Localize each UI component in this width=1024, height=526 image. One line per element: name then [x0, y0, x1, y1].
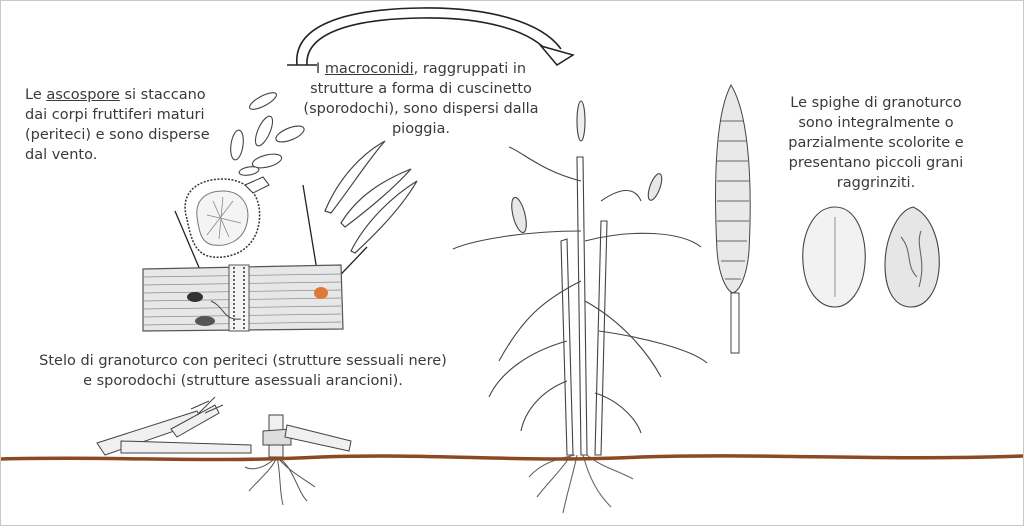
crop-residue-drawing [96, 396, 352, 506]
ascospores-caption: Le ascospore si staccano dai corpi frutt… [25, 87, 210, 163]
kernels-drawing [802, 206, 940, 308]
ascospores-drawing [230, 92, 305, 176]
corn-plant-drawing [452, 100, 708, 514]
corn-ear-drawing [715, 83, 751, 354]
term-ascospore: ascospore [46, 87, 120, 103]
infected-stem-drawing [142, 264, 344, 332]
ears-caption: Le spighe di granoturco sono integralmen… [788, 95, 964, 191]
stem-caption: Stelo di granoturco con periteci (strutt… [39, 353, 447, 389]
sporodochium-spot [314, 287, 328, 299]
macroconidia-caption: I macroconidi, raggruppati in strutture … [303, 61, 539, 137]
soil-line [1, 454, 1023, 462]
perithecium-drawing [174, 176, 270, 292]
term-macroconidi: macroconidi [324, 61, 414, 77]
dispersal-arrow [287, 7, 575, 66]
